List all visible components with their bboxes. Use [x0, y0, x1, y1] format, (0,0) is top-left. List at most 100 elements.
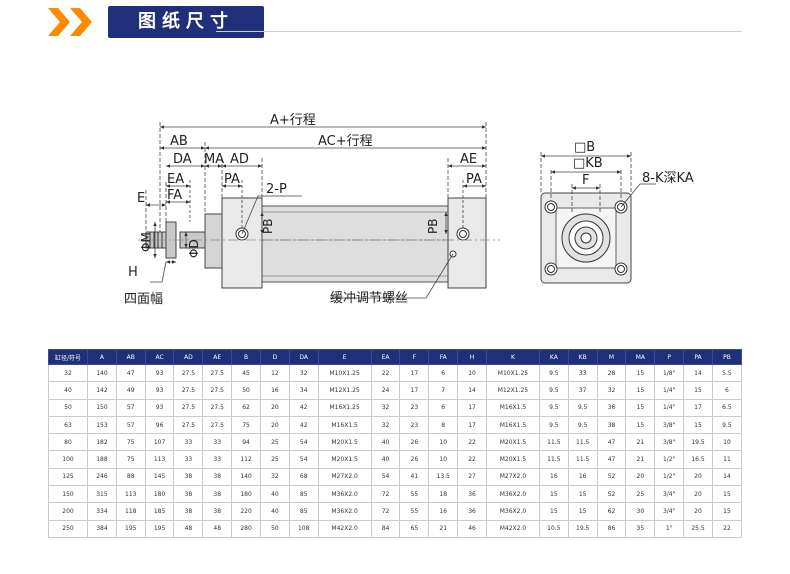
table-cell: 19.5: [683, 433, 713, 452]
table-cell: M36X2.0: [317, 485, 372, 504]
dim-label-fa: FA: [167, 188, 182, 203]
dim-label-pa-right: PA: [466, 172, 482, 187]
table-cell: 40: [259, 502, 290, 521]
end-view: [540, 192, 632, 284]
table-cell: 46: [457, 519, 487, 538]
table-cell: 38: [173, 485, 204, 504]
table-cell: 38: [202, 502, 233, 521]
table-cell: 195: [144, 519, 175, 538]
table-cell: 15: [567, 502, 598, 521]
table-cell: 250: [48, 519, 88, 538]
table-cell: M42X2.0: [485, 519, 540, 538]
table-cell: 32: [288, 363, 319, 383]
table-cell: 15: [538, 502, 569, 521]
dimension-lines: [138, 122, 500, 299]
table-cell: 3/4": [654, 502, 685, 521]
table-cell: 50: [259, 519, 290, 538]
table-cell: 188: [87, 450, 117, 469]
table-cell: 145: [144, 467, 175, 487]
dim-label-f: F: [582, 173, 589, 188]
table-cell: 20: [625, 467, 656, 487]
table-cell: 22: [711, 519, 743, 538]
table-cell: 246: [87, 467, 117, 487]
table-cell: 47: [596, 433, 627, 452]
table-cell: 42: [288, 398, 319, 417]
table-cell: 33: [202, 433, 233, 452]
table-cell: 7: [428, 381, 459, 400]
table-cell: 40: [48, 381, 88, 400]
column-header: AE: [202, 349, 233, 365]
table-cell: 80: [48, 433, 88, 452]
column-header: A: [87, 349, 117, 365]
table-cell: 33: [173, 450, 204, 469]
table-cell: 185: [144, 502, 175, 521]
table-cell: 54: [288, 450, 319, 469]
column-header: E: [317, 349, 372, 365]
table-cell: M10X1.25: [485, 363, 540, 383]
table-cell: 15: [711, 502, 743, 521]
table-cell: 21: [625, 433, 656, 452]
table-cell: 15: [625, 398, 656, 417]
table-cell: 93: [144, 363, 175, 383]
table-cell: 26: [399, 450, 430, 469]
dim-label-2p: 2-P: [266, 182, 287, 197]
table-cell: 9.5: [711, 415, 743, 435]
table-cell: 38: [202, 467, 233, 487]
table-cell: 20: [259, 398, 290, 417]
table-cell: 5.5: [711, 363, 743, 383]
dim-label-ac: AC+行程: [318, 134, 373, 149]
column-header: B: [231, 349, 261, 365]
cylinder-drawing: A+行程 AC+行程 AB DA MA AD AE EA FA E PA PA …: [124, 113, 694, 307]
table-cell: 182: [87, 433, 117, 452]
table-cell: 27.5: [173, 415, 204, 435]
table-cell: 47: [115, 363, 146, 383]
dim-label-b: □B: [574, 140, 595, 155]
table-cell: 13.5: [428, 467, 459, 487]
table-cell: 22: [457, 433, 487, 452]
column-header: KA: [538, 349, 569, 365]
table-cell: 3/8": [654, 415, 685, 435]
table-cell: 6: [428, 363, 459, 383]
table-cell: 72: [370, 502, 401, 521]
table-cell: 19.5: [567, 519, 598, 538]
table-cell: 14: [457, 381, 487, 400]
table-cell: 84: [370, 519, 401, 538]
table-cell: 22: [457, 450, 487, 469]
table-cell: 35: [625, 519, 656, 538]
table-cell: 9.5: [538, 363, 569, 383]
table-cell: 40: [370, 433, 401, 452]
dim-label-kb: □KB: [573, 156, 603, 171]
table-cell: 38: [202, 485, 233, 504]
dim-label-ea: EA: [167, 172, 184, 187]
table-cell: 17: [399, 363, 430, 383]
table-cell: M16X1.25: [317, 398, 372, 417]
table-cell: 36: [596, 398, 627, 417]
column-header: D: [259, 349, 290, 365]
table-cell: 36: [457, 485, 487, 504]
table-cell: M36X2.0: [485, 485, 540, 504]
column-header: 缸径/符号: [48, 349, 88, 365]
table-cell: 17: [683, 398, 713, 417]
table-cell: M16X1.5: [485, 398, 540, 417]
table-cell: 1/4": [654, 381, 685, 400]
table-cell: M16X1.5: [317, 415, 372, 435]
dim-label-ma: MA: [204, 152, 224, 167]
table-cell: 15: [625, 381, 656, 400]
table-cell: 72: [370, 485, 401, 504]
table-cell: 15: [567, 485, 598, 504]
table-cell: M42X2.0: [317, 519, 372, 538]
table-cell: 38: [596, 415, 627, 435]
table-cell: 38: [173, 467, 204, 487]
table-cell: 27.5: [202, 415, 233, 435]
dim-label-pa-left: PA: [224, 172, 240, 187]
table-cell: 32: [596, 381, 627, 400]
table-cell: 30: [625, 502, 656, 521]
dim-label-pb-left: PB: [261, 219, 275, 234]
table-cell: 9.5: [538, 415, 569, 435]
table-cell: 57: [115, 415, 146, 435]
table-cell: 38: [173, 502, 204, 521]
table-cell: 40: [370, 450, 401, 469]
